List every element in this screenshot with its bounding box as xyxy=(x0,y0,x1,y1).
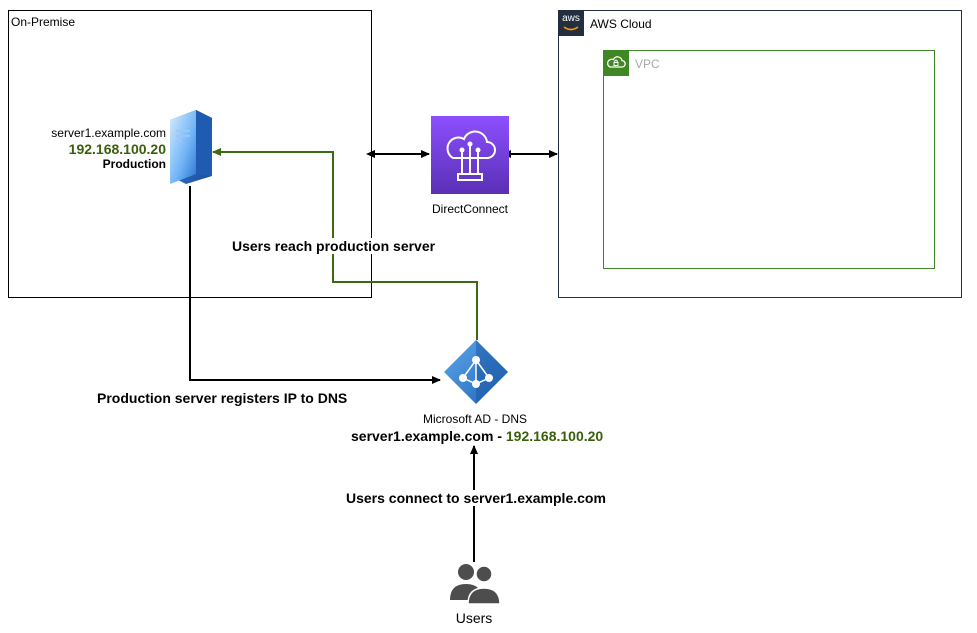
aws-logo-icon: aws xyxy=(558,10,584,36)
vpc-label: VPC xyxy=(635,57,660,71)
aws-smile-icon xyxy=(563,26,579,31)
reach-edge xyxy=(212,148,478,340)
dns-label: Microsoft AD - DNS xyxy=(422,412,527,426)
register-edge xyxy=(189,186,441,384)
dns-record-ip: 192.168.100.20 xyxy=(505,428,604,444)
dns-record: server1.example.com - 192.168.100.20 xyxy=(351,428,603,444)
onprem-label: On-Premise xyxy=(11,15,76,29)
aws-logo-text: aws xyxy=(562,13,580,24)
vpc-group xyxy=(603,50,935,269)
reach-edge-label: Users reach production server xyxy=(232,238,436,254)
users-label: Users xyxy=(455,610,493,626)
directconnect-icon xyxy=(431,116,509,194)
server-ip: 192.168.100.20 xyxy=(68,141,166,157)
dns-record-host: server1.example.com - xyxy=(351,428,506,444)
vpc-icon xyxy=(603,50,629,76)
microsoft-ad-dns-icon xyxy=(444,340,508,404)
server-icon xyxy=(170,110,212,184)
server-hostname: server1.example.com xyxy=(51,126,166,140)
aws-cloud-label: AWS Cloud xyxy=(590,17,652,31)
connect-edge-label: Users connect to server1.example.com xyxy=(346,490,606,506)
aws-cloud-group xyxy=(558,10,962,298)
users-icon xyxy=(450,564,501,605)
server-role: Production xyxy=(102,157,166,171)
register-edge-label: Production server registers IP to DNS xyxy=(97,390,348,406)
directconnect-label: DirectConnect xyxy=(431,202,509,216)
